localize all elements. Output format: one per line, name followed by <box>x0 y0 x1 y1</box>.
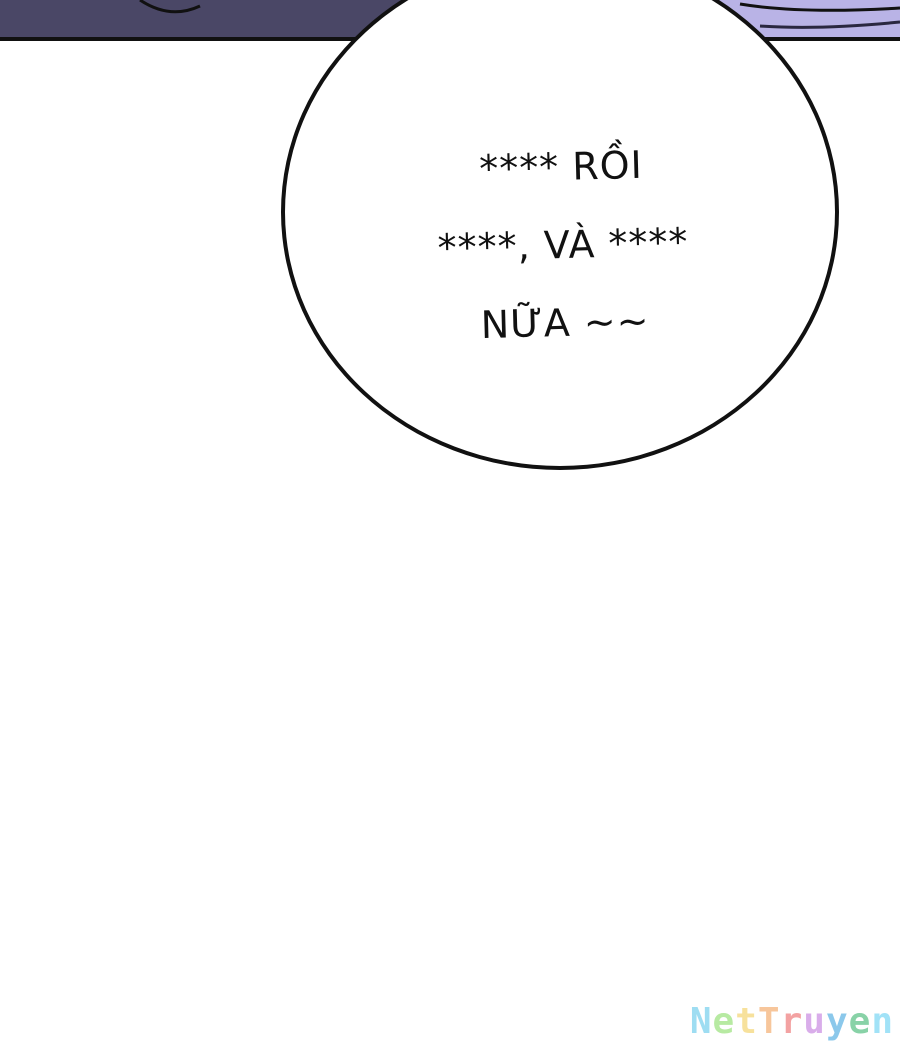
watermark-letter: e <box>712 1001 736 1042</box>
watermark-letter: n <box>871 1001 894 1042</box>
watermark-letter: u <box>803 1001 826 1042</box>
watermark-letter: t <box>735 1001 758 1042</box>
art-stroke <box>139 0 201 14</box>
site-watermark-logo: NetTruyen <box>690 1000 894 1044</box>
watermark-letter: y <box>825 1001 849 1042</box>
art-stroke <box>739 2 900 12</box>
watermark-letter: N <box>689 1001 713 1042</box>
bubble-line-3: NỮA ~~ <box>480 298 651 348</box>
speech-bubble-text: **** RỒI ****, VÀ **** NỮA ~~ <box>330 122 796 368</box>
watermark-letter: r <box>780 1001 804 1042</box>
watermark-letter: T <box>757 1001 781 1042</box>
art-stroke <box>759 20 900 29</box>
watermark-letter: e <box>848 1001 872 1042</box>
bubble-line-2: ****, VÀ **** <box>437 219 689 271</box>
bubble-line-1: **** RỒI <box>478 142 644 192</box>
speech-bubble <box>281 0 839 470</box>
